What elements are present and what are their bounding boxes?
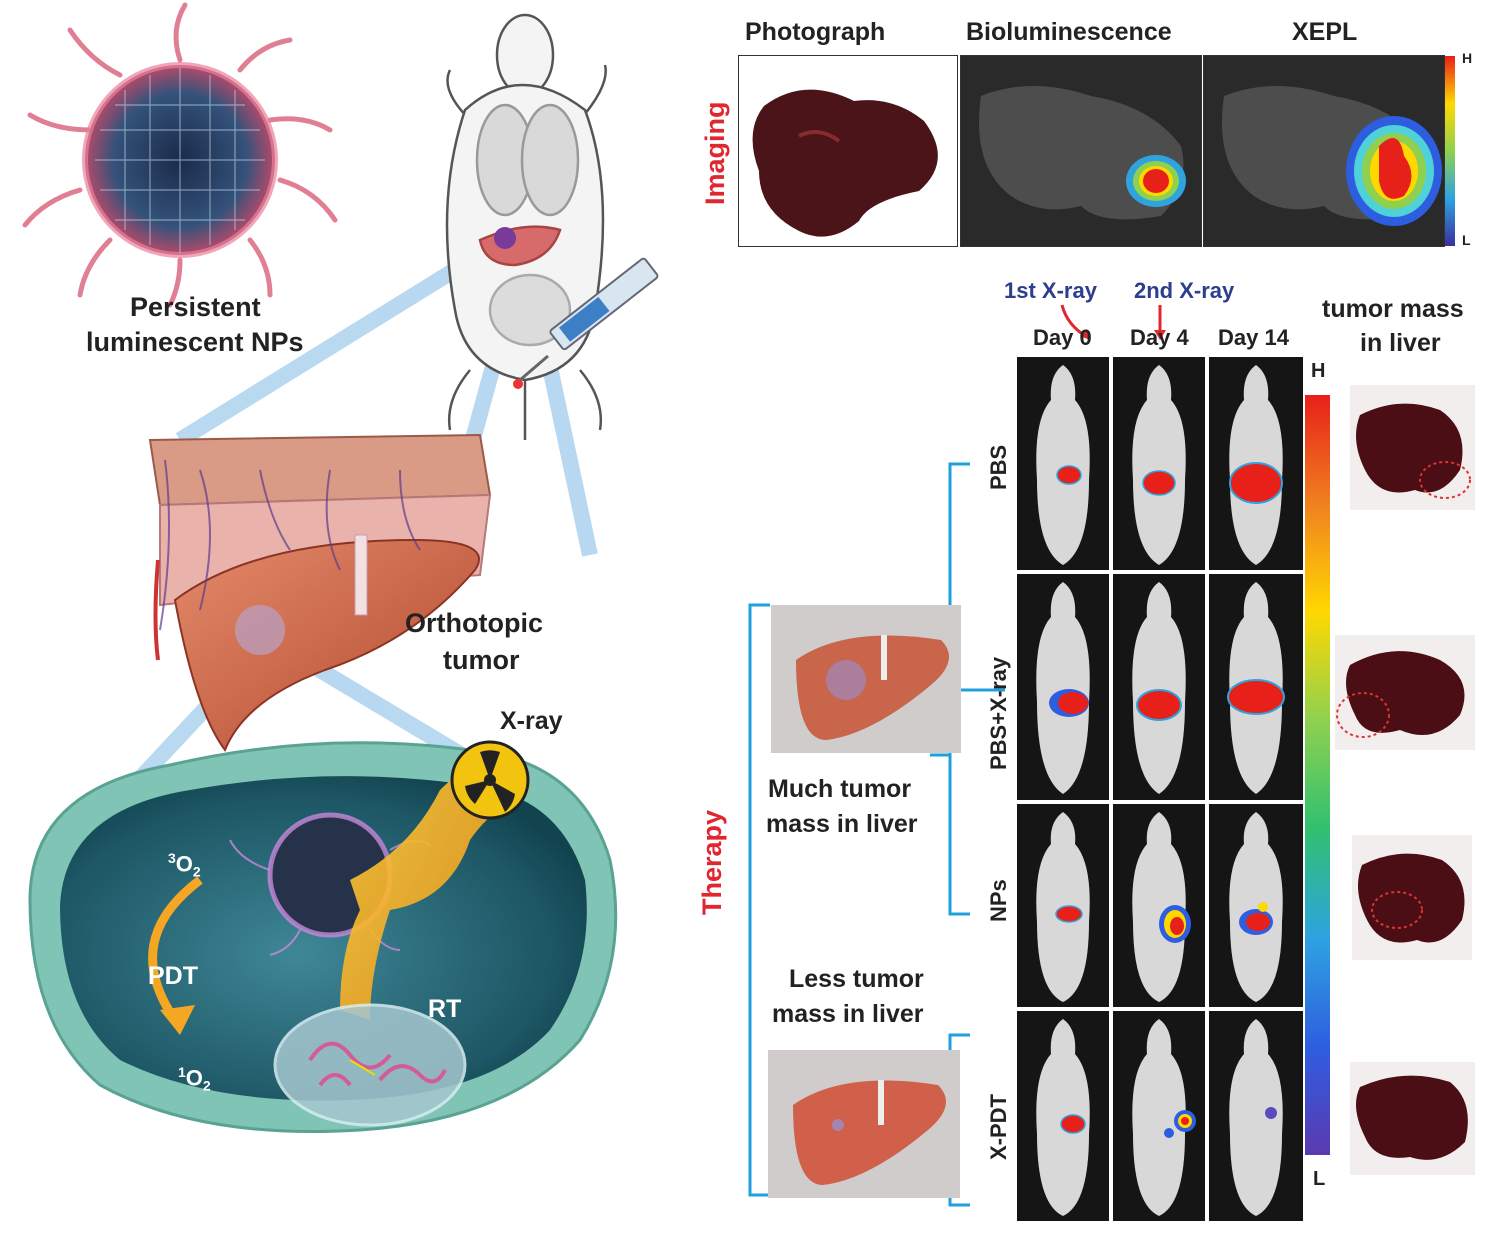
mass-photo-pbs [1350, 385, 1475, 510]
much-tumor-line1: Much tumor [768, 775, 912, 803]
radiation-icon [450, 740, 530, 820]
bioluminescence-panel [960, 55, 1202, 247]
photograph-panel [738, 55, 958, 247]
therapy-colorbar [1305, 395, 1330, 1155]
therapy-section-label: Therapy [697, 809, 727, 915]
less-tumor-liver-thumbnail [768, 1050, 960, 1198]
mass-photo-nps [1352, 835, 1472, 960]
np-label-line1: Persistent [130, 292, 261, 322]
xray-1-label: 1st X-ray [1004, 278, 1097, 303]
liver-tissue-illustration [148, 433, 492, 753]
nanoparticle-illustration [22, 2, 338, 308]
day-0-label: Day 0 [1033, 325, 1092, 350]
tumor-cell-illustration [28, 741, 618, 1134]
therapy-scale-high: H [1311, 360, 1326, 382]
day-14-label: Day 14 [1218, 325, 1289, 350]
much-tumor-liver-thumbnail [771, 605, 961, 753]
therapy-scale-low: L [1313, 1168, 1326, 1190]
less-tumor-line2: mass in liver [772, 1000, 924, 1028]
imaging-scale-low: L [1462, 232, 1471, 248]
tumor-label-line1: Orthotopic [405, 608, 543, 638]
pdt-label: PDT [148, 962, 198, 990]
np-label-line2: luminescent NPs [86, 327, 304, 357]
syringe-icon [513, 257, 659, 389]
much-tumor-line2: mass in liver [766, 810, 918, 838]
tumor-label-line2: tumor [443, 645, 520, 675]
col-header-xepl: XEPL [1292, 18, 1358, 46]
less-tumor-line1: Less tumor [789, 965, 924, 993]
mass-photo-xpdt [1350, 1062, 1475, 1175]
xray-2-label: 2nd X-ray [1134, 278, 1235, 303]
schematic-illustration [22, 2, 659, 1134]
col-header-photograph: Photograph [745, 18, 886, 46]
triplet-oxygen-label: 3O2 [168, 850, 201, 880]
day-4-label: Day 4 [1130, 325, 1189, 350]
rt-label: RT [428, 995, 462, 1023]
singlet-oxygen-label: 1O2 [178, 1064, 211, 1094]
mass-header-line1: tumor mass [1322, 295, 1464, 323]
imaging-colorbar [1445, 56, 1455, 246]
xepl-panel [1203, 55, 1445, 247]
imaging-section-label: Imaging [700, 101, 730, 205]
mouse-illustration [445, 13, 607, 440]
mass-photo-pbs-xray [1335, 635, 1475, 750]
col-header-bioluminescence: Bioluminescence [966, 18, 1172, 46]
mass-header-line2: in liver [1360, 329, 1441, 357]
mouse-image-grid [1017, 357, 1303, 1221]
imaging-scale-high: H [1462, 50, 1473, 66]
xray-arrows [1060, 304, 1166, 340]
xray-label: X-ray [500, 707, 563, 735]
